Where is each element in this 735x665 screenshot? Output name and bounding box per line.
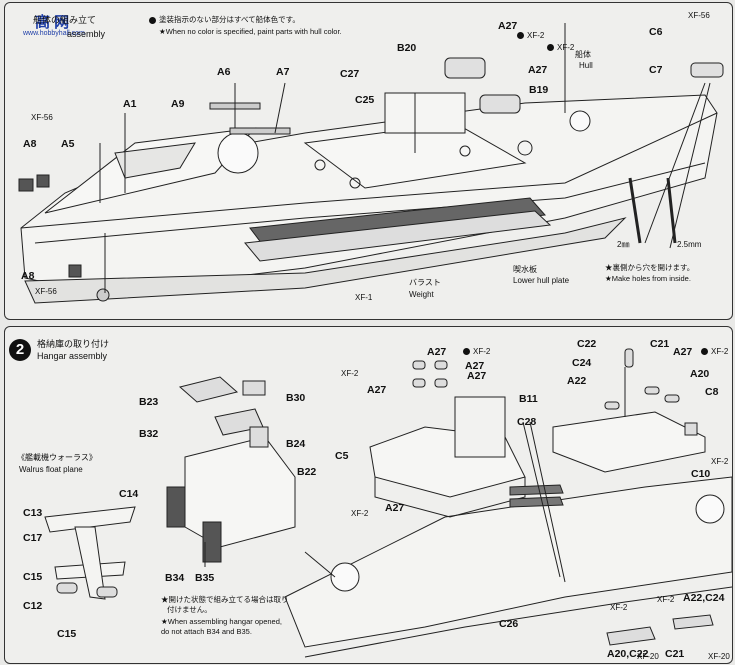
size-25mm: 2.5mm xyxy=(677,240,702,249)
label-c17: C17 xyxy=(23,532,43,544)
paint-dot-icon xyxy=(463,348,470,356)
label-c26: C26 xyxy=(499,618,519,630)
hangar-drawing xyxy=(44,348,732,658)
hangar-note-jp-2: 付けません。 xyxy=(167,605,212,614)
label-a22-c24: A22,C24 xyxy=(683,592,725,604)
label-a27-top: A27 xyxy=(498,20,518,32)
paint-xf56-c: XF-56 xyxy=(35,287,57,296)
label-a5: A5 xyxy=(61,138,75,150)
label-c5: C5 xyxy=(335,450,349,462)
paint-dot-icon xyxy=(701,348,708,356)
walrus-title-jp: 《艦載機ウォーラス》 xyxy=(17,453,97,462)
ballast-label-jp: バラスト xyxy=(409,278,441,287)
paint-xf56-b: XF-56 xyxy=(688,11,710,20)
paint-xf56-a: XF-56 xyxy=(31,113,53,122)
label-a20-c22: A20,C22 xyxy=(607,648,649,660)
label-a1: A1 xyxy=(123,98,137,110)
label-b23: B23 xyxy=(139,396,159,408)
holes-note-en: ★Make holes from inside. xyxy=(605,274,691,283)
paint-xf1: XF-1 xyxy=(355,293,373,302)
label-c13: C13 xyxy=(23,507,43,519)
label-b20: B20 xyxy=(397,42,417,54)
label-c6: C6 xyxy=(649,26,663,38)
label-c8: C8 xyxy=(705,386,719,398)
label-a6: A6 xyxy=(217,66,231,78)
label-a8-bottom: A8 xyxy=(21,270,35,282)
label-b30: B30 xyxy=(286,392,306,404)
step1-panel: 高 网 www.hobbyhall.com 船体の組み立て assembly 塗… xyxy=(4,2,733,320)
lower-hull-label-en: Lower hull plate xyxy=(513,276,570,285)
label-b11: B11 xyxy=(519,393,538,405)
ballast-label-en: Weight xyxy=(409,290,434,299)
label-a27-2: A27 xyxy=(367,384,387,396)
label-c15-a: C15 xyxy=(23,571,43,583)
label-c21-b: C21 xyxy=(665,648,685,660)
label-b35: B35 xyxy=(195,572,215,584)
hangar-note-jp-1: ★開けた状態で組み立てる場合は取り xyxy=(161,595,289,604)
paint-xf2-a: XF-2 xyxy=(517,31,544,40)
label-c22: C22 xyxy=(577,338,597,350)
label-a27-4: A27 xyxy=(467,370,487,382)
paint-xf2-2: XF-2 xyxy=(341,369,359,378)
paint-xf20-2: XF-20 xyxy=(708,652,730,661)
step2-title-en: Hangar assembly xyxy=(37,351,108,361)
label-a27-1: A27 xyxy=(427,346,447,358)
label-c7: C7 xyxy=(649,64,663,76)
label-c21-a: C21 xyxy=(650,338,670,350)
paint-xf2-7: XF-2 xyxy=(657,595,675,604)
step1-note-en: ★When no color is specified, paint parts… xyxy=(159,27,342,36)
watermark-logo: 高 网 xyxy=(35,14,70,31)
paint-xf2-3: XF-2 xyxy=(351,509,369,518)
label-c12: C12 xyxy=(23,600,43,612)
label-a9: A9 xyxy=(171,98,185,110)
label-c28: C28 xyxy=(517,416,537,428)
label-a27-5: A27 xyxy=(385,502,405,514)
size-2mm: 2㎜ xyxy=(617,240,630,249)
step2-number: 2 xyxy=(9,339,31,361)
label-b34: B34 xyxy=(165,572,185,584)
label-b32: B32 xyxy=(139,428,159,440)
label-a8-top: A8 xyxy=(23,138,37,150)
step1-title-en: assembly xyxy=(67,29,106,39)
hull-label-jp: 船体 xyxy=(575,50,591,59)
label-c25: C25 xyxy=(355,94,375,106)
label-c24: C24 xyxy=(572,357,592,369)
hex-icon xyxy=(149,16,156,24)
label-a27-6: A27 xyxy=(673,346,693,358)
paint-xf2-6: XF-2 xyxy=(610,603,628,612)
label-a27-mid: A27 xyxy=(528,64,548,76)
paint-xf20-1: XF-20 xyxy=(637,652,659,661)
label-a22: A22 xyxy=(567,375,587,387)
hangar-note-en-2: do not attach B34 and B35. xyxy=(161,627,252,636)
paint-xf2-4: XF-2 xyxy=(701,347,728,356)
label-a20: A20 xyxy=(690,368,710,380)
label-c15-b: C15 xyxy=(57,628,77,640)
lower-hull-label-jp: 喫水板 xyxy=(513,265,537,274)
label-c27: C27 xyxy=(340,68,360,80)
label-a7: A7 xyxy=(276,66,290,78)
label-b24: B24 xyxy=(286,438,306,450)
label-c10: C10 xyxy=(691,468,711,480)
label-b22: B22 xyxy=(297,466,317,478)
walrus-title-en: Walrus float plane xyxy=(19,465,83,474)
holes-note-jp: ★裏側から穴を開けます。 xyxy=(605,263,695,272)
hull-drawing xyxy=(18,23,724,304)
step1-note-jp: 塗装指示のない部分はすべて船体色です。 xyxy=(149,15,300,24)
step1-title-jp: 船体の組み立て xyxy=(33,15,97,25)
hangar-note-en-1: ★When assembling hangar opened, xyxy=(161,617,282,626)
hull-label-en: Hull xyxy=(579,61,593,70)
paint-xf2-b: XF-2 xyxy=(547,43,574,52)
paint-xf2-1: XF-2 xyxy=(463,347,490,356)
label-b19: B19 xyxy=(529,84,549,96)
paint-dot-icon xyxy=(517,32,524,40)
label-c14: C14 xyxy=(119,488,139,500)
step2-title-jp: 格納庫の取り付け xyxy=(37,339,110,349)
paint-xf2-5: XF-2 xyxy=(711,457,729,466)
watermark-url: www.hobbyhall.com xyxy=(23,30,85,37)
label-a27-3: A27 xyxy=(465,360,485,372)
step2-panel: 2 格納庫の取り付け Hangar assembly 《艦載機ウォーラス》 Wa… xyxy=(4,326,733,664)
paint-dot-icon xyxy=(547,44,554,52)
